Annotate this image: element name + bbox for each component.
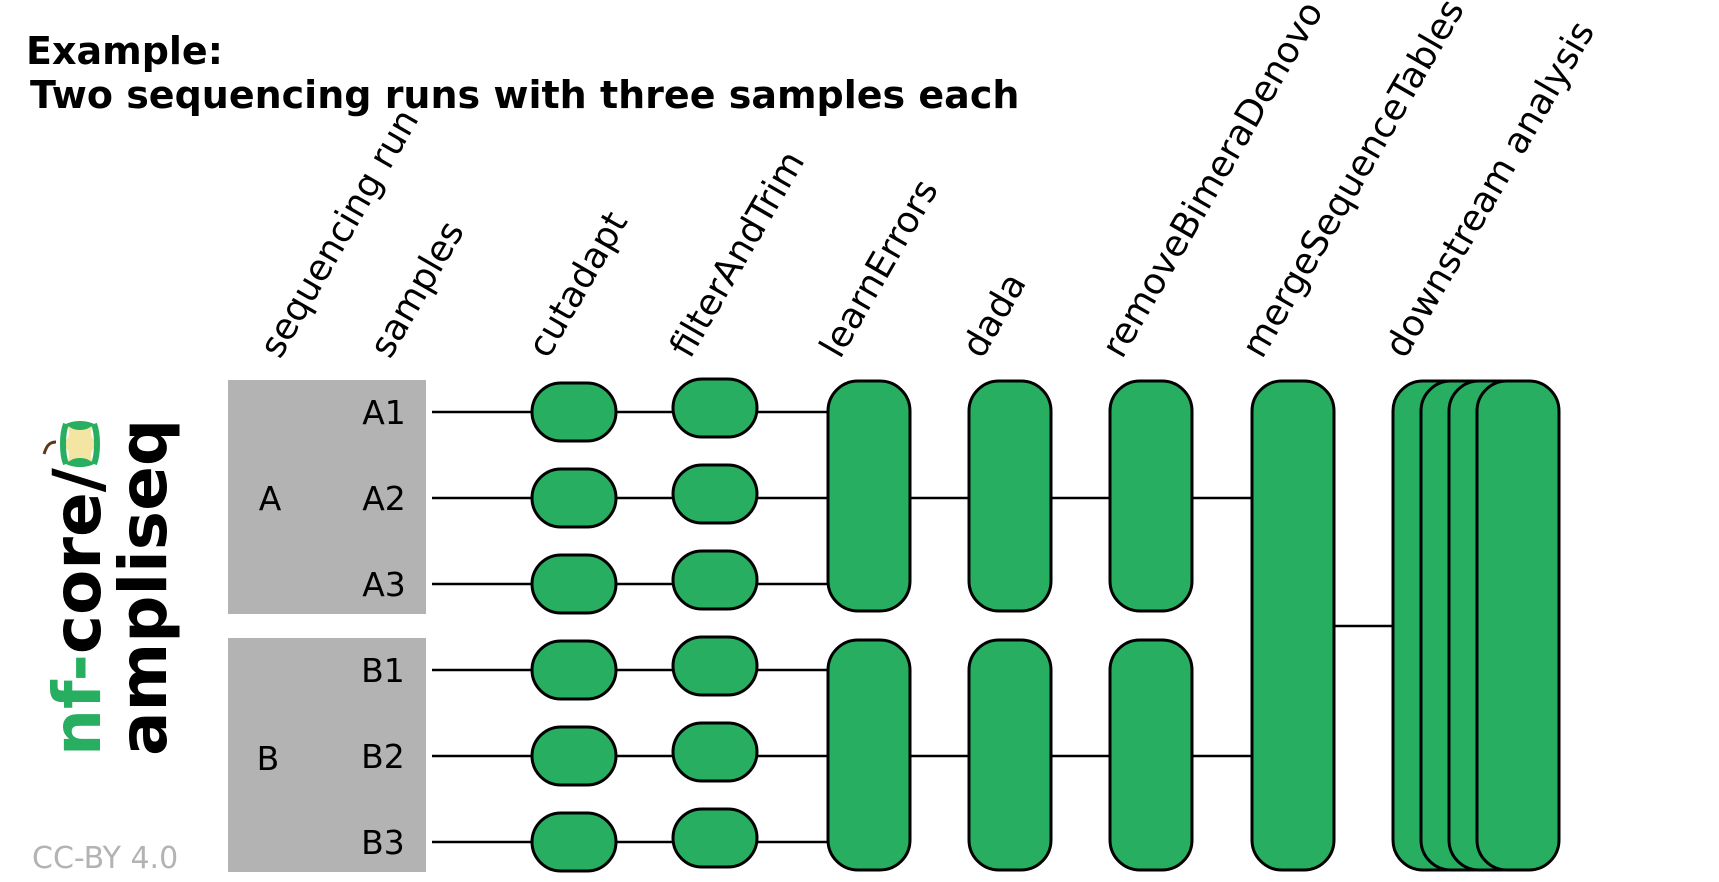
column-header-filterandtrim: filterAndTrim [662,144,813,364]
sample-label-b2: B2 [361,737,405,776]
run-group-a: A A1 A2 A3 [228,380,426,614]
sample-label-a2: A2 [362,479,406,518]
title-line-2: Two sequencing runs with three samples e… [30,73,1019,117]
dada-box-b [967,638,1053,872]
downstream-analysis-column [1391,379,1561,872]
sample-label-b1: B1 [361,651,405,690]
title-line-1: Example: [26,29,223,73]
filterandtrim-box-a2 [671,463,759,525]
cutadapt-box-b2 [530,725,618,787]
column-header-samples: samples [362,214,472,364]
removebimeradenovo-box-a [1108,379,1194,613]
learnerrors-box-a [826,379,912,613]
filterandtrim-box-b2 [671,721,759,783]
sample-label-b3: B3 [361,823,405,862]
column-header-dada: dada [954,266,1034,364]
learnerrors-column [826,379,912,872]
connectors [432,410,1394,844]
removebimeradenovo-box-b [1108,638,1194,872]
cutadapt-box-a2 [530,467,618,529]
mergesequencetables-column [1250,379,1336,872]
sample-label-a1: A1 [362,393,406,432]
column-headers: sequencing run samples cutadapt filterAn… [252,0,1603,365]
column-header-learnerrors: learnErrors [812,173,946,365]
learnerrors-box-b [826,638,912,872]
downstream-box-4 [1475,379,1561,872]
run-box-a [228,380,426,614]
cutadapt-column [530,381,618,873]
column-header-cutadapt: cutadapt [520,205,636,365]
run-label-b: B [257,739,280,778]
filterandtrim-box-a1 [671,377,759,439]
removebimeradenovo-column [1108,379,1194,872]
license-text: CC-BY 4.0 [32,841,178,876]
run-group-b: B B1 B2 B3 [228,638,426,872]
cutadapt-box-b3 [530,811,618,873]
nf-core-ampliseq-logo: nf-core/ ampliseq [39,419,182,756]
filterandtrim-box-b1 [671,635,759,697]
mergesequencetables-box [1250,379,1336,872]
dada-box-a [967,379,1053,613]
logo-name: ampliseq [105,419,182,756]
cutadapt-box-a3 [530,553,618,615]
filterandtrim-box-a3 [671,549,759,611]
run-box-b [228,638,426,872]
filterandtrim-box-b3 [671,807,759,869]
dada-column [967,379,1053,872]
run-label-a: A [259,479,282,518]
filterandtrim-column [671,377,759,869]
cutadapt-box-b1 [530,639,618,701]
sample-label-a3: A3 [362,565,406,604]
apple-core-icon [42,421,100,467]
cutadapt-box-a1 [530,381,618,443]
logo-prefix: nf-core/ [39,467,116,756]
